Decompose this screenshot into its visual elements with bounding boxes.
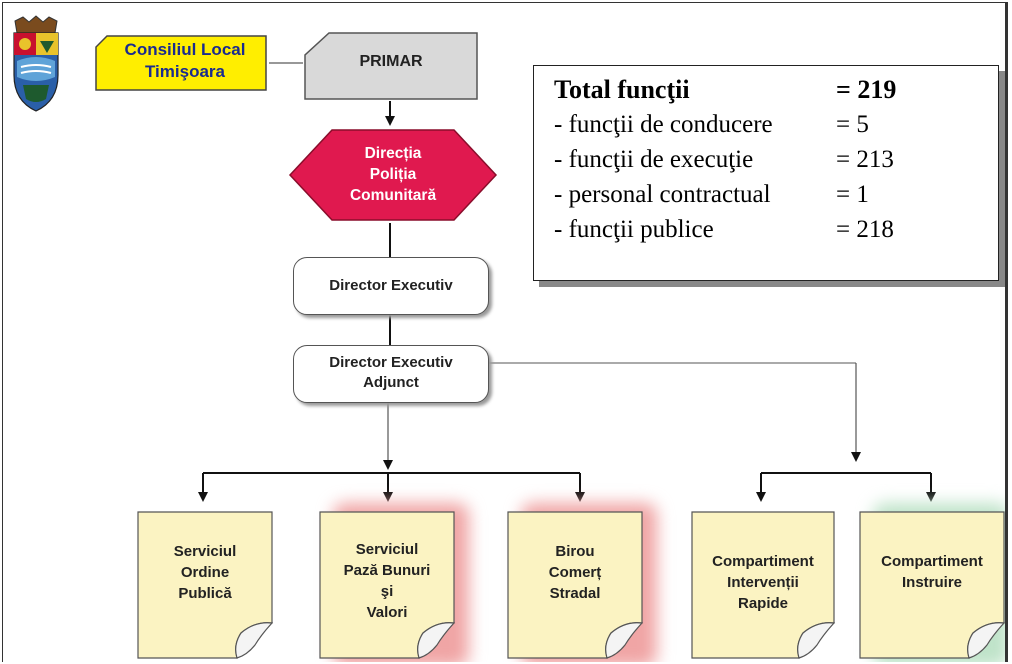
connector-lines [198, 62, 936, 502]
mayor-node: PRIMAR [303, 31, 479, 101]
totals-row: - personal contractual = 1 [554, 177, 998, 212]
council-label: Consiliul Local Timişoara [105, 39, 265, 83]
totals-row-value: = 218 [836, 216, 894, 243]
totals-row: - funcţii de conducere = 5 [554, 107, 998, 142]
department-label: Compartiment Instruire [859, 551, 1005, 593]
totals-row-value: = 1 [836, 181, 869, 208]
department-label-line: Serviciul [355, 541, 419, 558]
note-shape [319, 511, 455, 659]
council-shape [95, 35, 267, 91]
note-shape [691, 511, 835, 659]
department-label-line: Compartiment [712, 553, 814, 570]
note-shape [137, 511, 273, 659]
council-label-line: Timişoara [144, 62, 225, 81]
department-note-interventii-rapide: Compartiment Intervenții Rapide [691, 511, 835, 659]
directorate-node: Direcția Poliția Comunitară [288, 127, 498, 223]
directorate-label-line: Direcția [364, 145, 422, 162]
department-label-line: Stradal [549, 585, 601, 602]
department-label: Birou Comerț Stradal [507, 541, 643, 604]
totals-row: Total funcţii = 219 [554, 72, 998, 107]
totals-row: - funcţii publice = 218 [554, 212, 998, 247]
deputy-label-line: Adjunct [363, 374, 419, 391]
mayor-shape [304, 32, 478, 100]
council-label-line: Consiliul Local [124, 40, 246, 59]
department-label-line: Publică [178, 585, 232, 602]
department-note-comert-stradal: Birou Comerț Stradal [507, 503, 657, 662]
coat-of-arms-icon [13, 15, 59, 112]
department-label-line: Comerț [548, 564, 602, 581]
department-note-paza-bunuri: Serviciul Pază Bunuri şi Valori [319, 503, 469, 662]
totals-row: - funcţii de execuţie = 213 [554, 142, 998, 177]
department-label-line: şi [380, 583, 394, 600]
department-label-line: Ordine [180, 564, 230, 581]
directorate-label-line: Poliția [369, 166, 417, 183]
department-label-line: Valori [366, 604, 408, 621]
department-label: Serviciul Pază Bunuri şi Valori [319, 539, 455, 623]
director-node: Director Executiv [293, 257, 489, 315]
totals-row-value: = 213 [836, 146, 894, 173]
deputy-director-node: Director Executiv Adjunct [293, 345, 489, 403]
deputy-label-line: Director Executiv [329, 354, 453, 371]
council-node: Consiliul Local Timişoara [93, 33, 269, 93]
department-label-line: Intervenții [727, 574, 799, 591]
department-label-line: Birou [555, 543, 595, 560]
department-label-line: Rapide [737, 595, 788, 612]
department-label-line: Serviciul [173, 543, 237, 560]
totals-row-label: - funcţii publice [554, 216, 714, 243]
department-label-line: Pază Bunuri [343, 562, 431, 579]
totals-row-label: Total funcţii [554, 75, 690, 104]
department-label-line: Compartiment [881, 553, 983, 570]
department-label-line: Instruire [901, 574, 962, 591]
totals-row-label: - funcţii de conducere [554, 111, 773, 138]
department-label: Serviciul Ordine Publică [137, 541, 273, 604]
directorate-label-line: Comunitară [349, 187, 437, 204]
directorate-shape [288, 129, 498, 221]
totals-row-value: = 5 [836, 111, 869, 138]
note-shape [859, 511, 1005, 659]
mayor-label: PRIMAR [359, 53, 423, 70]
directorate-label: Direcția Poliția Comunitară [288, 143, 498, 206]
totals-row-value: = 219 [836, 75, 897, 104]
note-shape [507, 511, 643, 659]
totals-row-label: - funcţii de execuţie [554, 146, 754, 173]
department-note-instruire: Compartiment Instruire [859, 503, 1005, 662]
totals-row-label: - personal contractual [554, 181, 771, 208]
department-label: Compartiment Intervenții Rapide [691, 551, 835, 614]
totals-panel: Total funcţii = 219 - funcţii de conduce… [533, 65, 999, 281]
department-note-ordine-publica: Serviciul Ordine Publică [137, 511, 273, 659]
